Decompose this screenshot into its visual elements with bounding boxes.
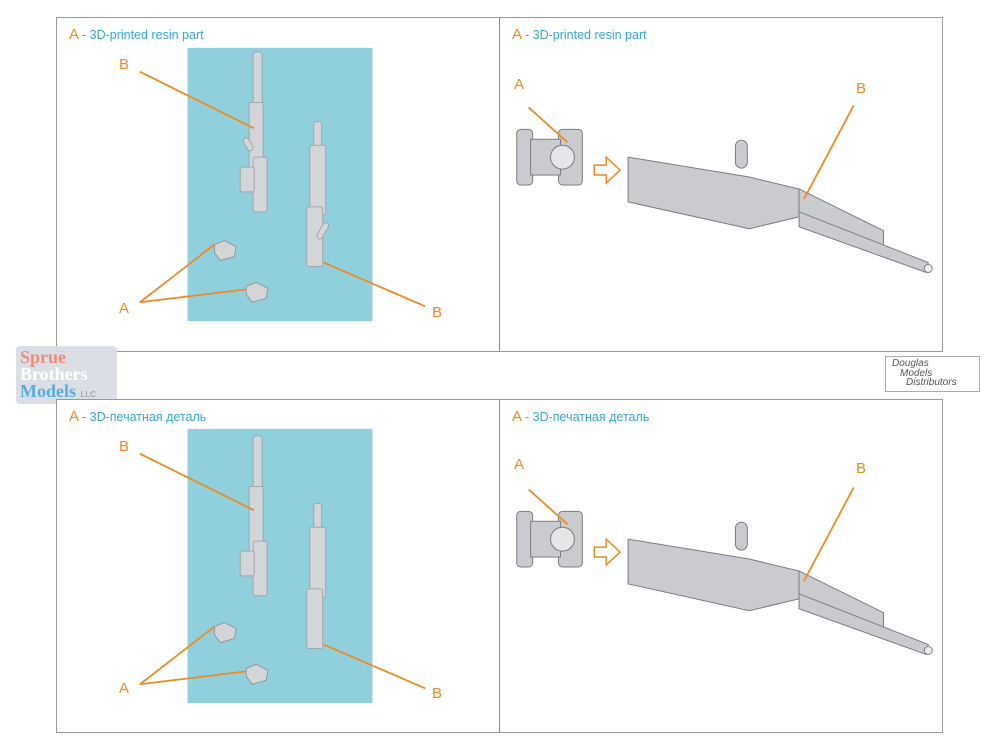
caption-letter: A — [69, 408, 80, 425]
mount-bracket-part — [213, 240, 269, 303]
caption-text: - 3D-printed resin part — [525, 28, 647, 42]
callout-label-b: B — [119, 438, 130, 455]
callout-label-b: B — [856, 80, 867, 97]
arrow-icon — [593, 155, 622, 185]
callout-lines — [139, 70, 426, 308]
gun-barrel-part — [239, 51, 268, 213]
mount-bracket-part — [516, 510, 583, 568]
callout-label-b: B — [119, 56, 130, 73]
panel-assembly-ru: A- 3D-печатная деталь A B — [499, 400, 942, 732]
watermark-line: Models LLC — [20, 381, 117, 403]
sprue-brothers-watermark: Sprue Brothers Models LLC — [16, 346, 117, 404]
callout-label-a: A — [119, 300, 130, 317]
arrow-icon — [593, 537, 622, 567]
watermark-line: Douglas — [892, 358, 929, 369]
douglas-models-watermark: Douglas Models Distributors — [885, 356, 980, 392]
callout-label-b: B — [432, 685, 443, 702]
parts-illustration — [139, 47, 426, 322]
instruction-row-english: A- 3D-printed resin part — [56, 17, 943, 352]
callout-label-a: A — [119, 680, 130, 697]
machine-gun-part — [627, 139, 933, 274]
watermark-word: Models — [20, 381, 76, 401]
callout-label-b: B — [856, 460, 867, 477]
callout-lines — [139, 452, 426, 690]
machine-gun-part — [627, 521, 933, 656]
watermark-line: Sprue — [20, 347, 67, 367]
panel-caption: A- 3D-печатная деталь — [512, 408, 649, 425]
assembly-illustration — [516, 487, 933, 656]
assembly-illustration — [516, 105, 933, 274]
panel-assembly-en: A- 3D-printed resin part A B — [499, 18, 942, 351]
mount-bracket-part — [516, 128, 583, 186]
caption-letter: A — [512, 26, 523, 43]
watermark-line: Brothers — [20, 364, 88, 384]
mount-bracket-part — [213, 622, 269, 685]
gun-barrel-part — [306, 120, 330, 267]
watermark-suffix: LLC — [80, 390, 97, 399]
watermark-line: Models — [900, 367, 933, 379]
instruction-row-russian: A- 3D-печатная деталь — [56, 399, 943, 733]
panel-parts-overview-en: A- 3D-printed resin part — [57, 18, 499, 351]
backdrop-rect — [187, 47, 373, 322]
backdrop-rect — [187, 428, 373, 704]
callout-label-b: B — [432, 304, 443, 321]
caption-letter: A — [69, 26, 80, 43]
callout-label-a: A — [514, 456, 525, 473]
callout-lines — [528, 105, 855, 200]
watermark-line: Distributors — [906, 377, 957, 388]
panel-caption: A- 3D-printed resin part — [512, 26, 647, 43]
caption-text: - 3D-printed resin part — [82, 28, 204, 42]
caption-text: - 3D-печатная деталь — [525, 410, 650, 424]
callout-lines — [528, 487, 855, 582]
parts-illustration — [139, 428, 426, 704]
panel-caption: A- 3D-printed resin part — [69, 26, 204, 43]
caption-letter: A — [512, 408, 523, 425]
gun-barrel-part — [239, 435, 268, 597]
gun-barrel-part — [306, 502, 327, 649]
panel-caption: A- 3D-печатная деталь — [69, 408, 206, 425]
callout-label-a: A — [514, 76, 525, 93]
caption-text: - 3D-печатная деталь — [82, 410, 207, 424]
panel-parts-overview-ru: A- 3D-печатная деталь — [57, 400, 499, 732]
